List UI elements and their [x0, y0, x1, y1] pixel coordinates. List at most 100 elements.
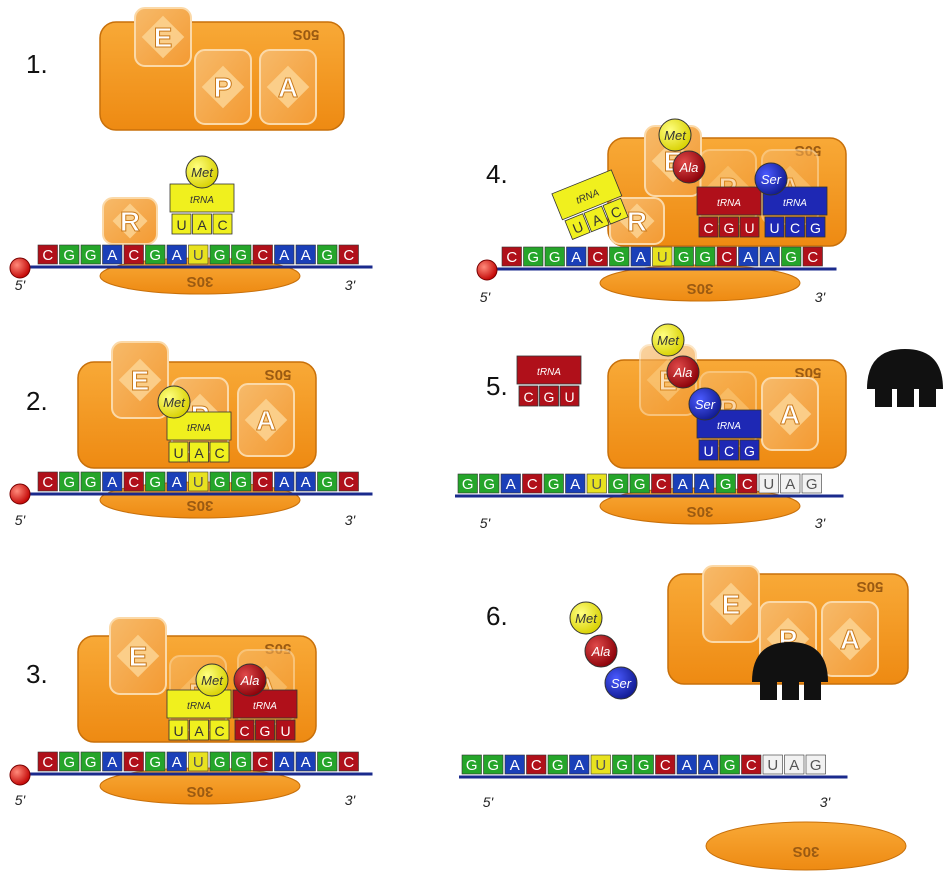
release-factor-leg — [875, 385, 892, 407]
site-diamond — [112, 203, 148, 239]
three-prime-label: 3' — [345, 792, 357, 808]
three-prime-label: 3' — [345, 512, 357, 528]
anticodon-base — [739, 216, 760, 238]
release-factor-leg — [919, 385, 936, 407]
mrna-base-letter: G — [321, 474, 333, 491]
mrna-base — [317, 471, 338, 492]
site-diamond — [828, 617, 872, 661]
trna-body — [166, 689, 232, 719]
amino-acid-label: Met — [163, 395, 186, 410]
mrna-base — [123, 751, 144, 772]
mrna-base-letter: A — [765, 249, 775, 266]
mrna-base-letter: G — [699, 249, 711, 266]
release-factor-leg — [782, 678, 799, 700]
site-diamond — [709, 582, 753, 626]
mrna-base — [274, 751, 295, 772]
mrna-base-letter: A — [301, 474, 311, 491]
mrna-base-letter: A — [682, 757, 692, 774]
mrna-base — [586, 473, 607, 494]
anticodon-base — [189, 719, 209, 741]
trna-label: tRNA — [187, 701, 211, 712]
amino-acid-label: Ala — [673, 365, 693, 380]
mrna-base — [501, 246, 522, 267]
mrna-base — [295, 751, 316, 772]
site-a: A — [237, 383, 295, 457]
site-a: A — [259, 49, 317, 125]
mrna-base-letter: A — [699, 476, 709, 493]
mrna-base-letter: A — [301, 247, 311, 264]
anticodon-letter: C — [790, 220, 800, 236]
site-r: R — [102, 197, 158, 245]
mrna-base — [759, 246, 780, 267]
small-subunit-30s — [705, 821, 907, 871]
mrna-base-letter: U — [657, 249, 668, 266]
release-factor-leg — [804, 678, 821, 700]
anticodon-base — [275, 719, 296, 741]
mrna-base — [694, 473, 715, 494]
anticodon-base — [171, 213, 192, 235]
site-a: A — [821, 601, 879, 677]
amino-acid-label: Ala — [591, 644, 611, 659]
mrna-base — [612, 754, 633, 775]
mrna-base — [252, 471, 273, 492]
step-6-label: 6. — [486, 601, 508, 631]
anticodon-base — [518, 385, 539, 407]
anticodon-base — [564, 213, 591, 240]
mrna-base — [123, 471, 144, 492]
mrna-base — [252, 751, 273, 772]
mrna-base-letter: A — [636, 249, 646, 266]
mrna-base — [295, 471, 316, 492]
site-e: E — [134, 7, 192, 67]
anticodon-base — [212, 213, 233, 235]
amino-acid-met — [569, 601, 603, 635]
anticodon-letter: C — [214, 445, 224, 461]
anticodon-base — [805, 216, 826, 238]
mrna-base — [630, 246, 651, 267]
anticodon-letter: G — [260, 723, 271, 739]
mrna-base — [673, 246, 694, 267]
anticodon-base — [168, 441, 189, 463]
mrna-base — [758, 473, 779, 494]
mrna-base-letter: U — [193, 247, 204, 264]
site-letter: A — [278, 72, 298, 103]
mrna-base-letter: U — [763, 476, 774, 493]
amino-acid-ala — [584, 634, 618, 668]
site-letter: A — [780, 399, 800, 430]
site-letter: A — [840, 624, 860, 655]
amino-acid-label: Ala — [679, 160, 699, 175]
trna-label: tRNA — [717, 421, 741, 432]
amino-acid-label: Ser — [761, 172, 782, 187]
anticodon-letter: U — [703, 443, 713, 459]
large-subunit-label: 50S — [293, 26, 320, 43]
mrna-base — [231, 244, 252, 265]
release-factor — [867, 349, 943, 407]
mrna-base — [608, 473, 629, 494]
mrna-base-letter: C — [257, 247, 268, 264]
mrna-base — [716, 246, 737, 267]
small-subunit-label: 30S — [187, 273, 214, 290]
mrna-base-letter: C — [128, 474, 139, 491]
mrna-base — [317, 244, 338, 265]
five-prime-label: 5' — [480, 515, 492, 531]
mrna-base — [651, 473, 672, 494]
mrna-base-letter: G — [810, 757, 822, 774]
mrna-base — [781, 246, 802, 267]
mrna-base-letter: G — [235, 474, 247, 491]
anticodon-base — [234, 719, 255, 741]
mrna-base — [565, 473, 586, 494]
anticodon-letter: C — [214, 723, 224, 739]
site-diamond — [768, 392, 812, 436]
site-letter: P — [214, 72, 233, 103]
anticodon-letter: U — [769, 220, 779, 236]
anticodon-letter: U — [744, 220, 754, 236]
mrna-base — [695, 246, 716, 267]
mrna-base-letter: A — [743, 249, 753, 266]
five-prime-cap — [9, 764, 31, 786]
amino-acid-label: Met — [191, 165, 214, 180]
site-letter: R — [120, 206, 140, 237]
trna-label: tRNA — [783, 198, 807, 209]
